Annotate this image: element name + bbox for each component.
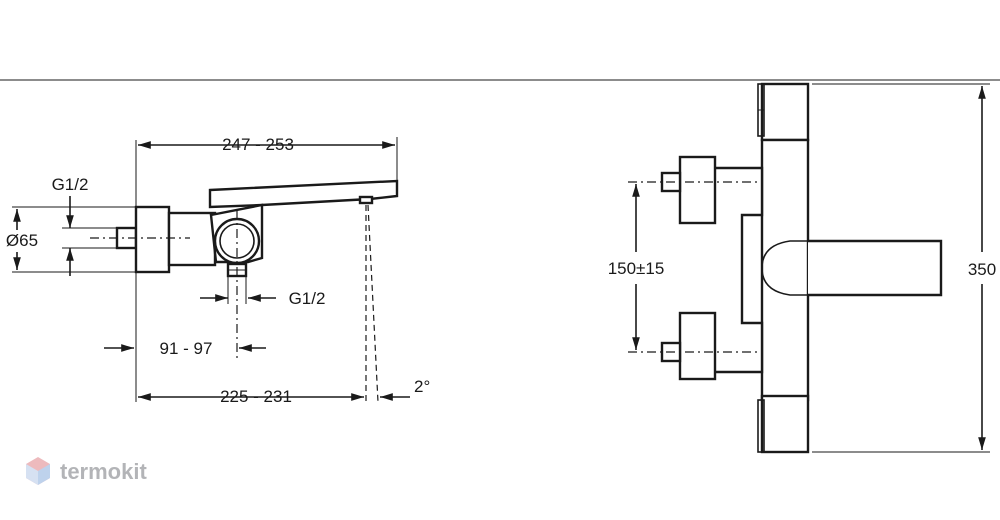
termokit-logo-icon bbox=[26, 457, 50, 485]
watermark-brand-text: termokit bbox=[60, 459, 147, 484]
mixer-body bbox=[167, 211, 217, 267]
bottom-end-cap bbox=[760, 394, 810, 454]
connection-thread-top-label: G1/2 bbox=[52, 175, 89, 194]
wall-escutcheon bbox=[134, 205, 171, 274]
front-spout bbox=[808, 239, 943, 297]
bottom-thread-label: G1/2 bbox=[289, 289, 326, 308]
water-jet-angled-line bbox=[367, 204, 379, 403]
upper-inlet-nut bbox=[678, 155, 717, 225]
diameter-label: Ø65 bbox=[6, 231, 38, 250]
bottom-end-cap-ring bbox=[757, 399, 765, 453]
inlet-spacing-label: 150±15 bbox=[608, 259, 665, 278]
front-view: 150±15 350 bbox=[608, 82, 996, 454]
outlet-distance-label: 91 - 97 bbox=[160, 339, 213, 358]
top-end-cap bbox=[760, 82, 810, 142]
total-height-label: 350 bbox=[968, 260, 996, 279]
front-mixer-body bbox=[760, 138, 810, 402]
angle-label: 2° bbox=[414, 377, 430, 396]
lower-inlet-nut bbox=[678, 311, 717, 381]
watermark: termokit bbox=[26, 457, 147, 485]
inlet-bracket bbox=[714, 166, 764, 374]
spout-outlet bbox=[358, 195, 374, 205]
side-view: 247 - 253 G1/2 Ø65 bbox=[6, 135, 430, 406]
spout-distance-label: 225 - 231 bbox=[220, 387, 292, 406]
front-spout-curve bbox=[761, 240, 808, 296]
overall-length-label: 247 - 253 bbox=[222, 135, 294, 154]
